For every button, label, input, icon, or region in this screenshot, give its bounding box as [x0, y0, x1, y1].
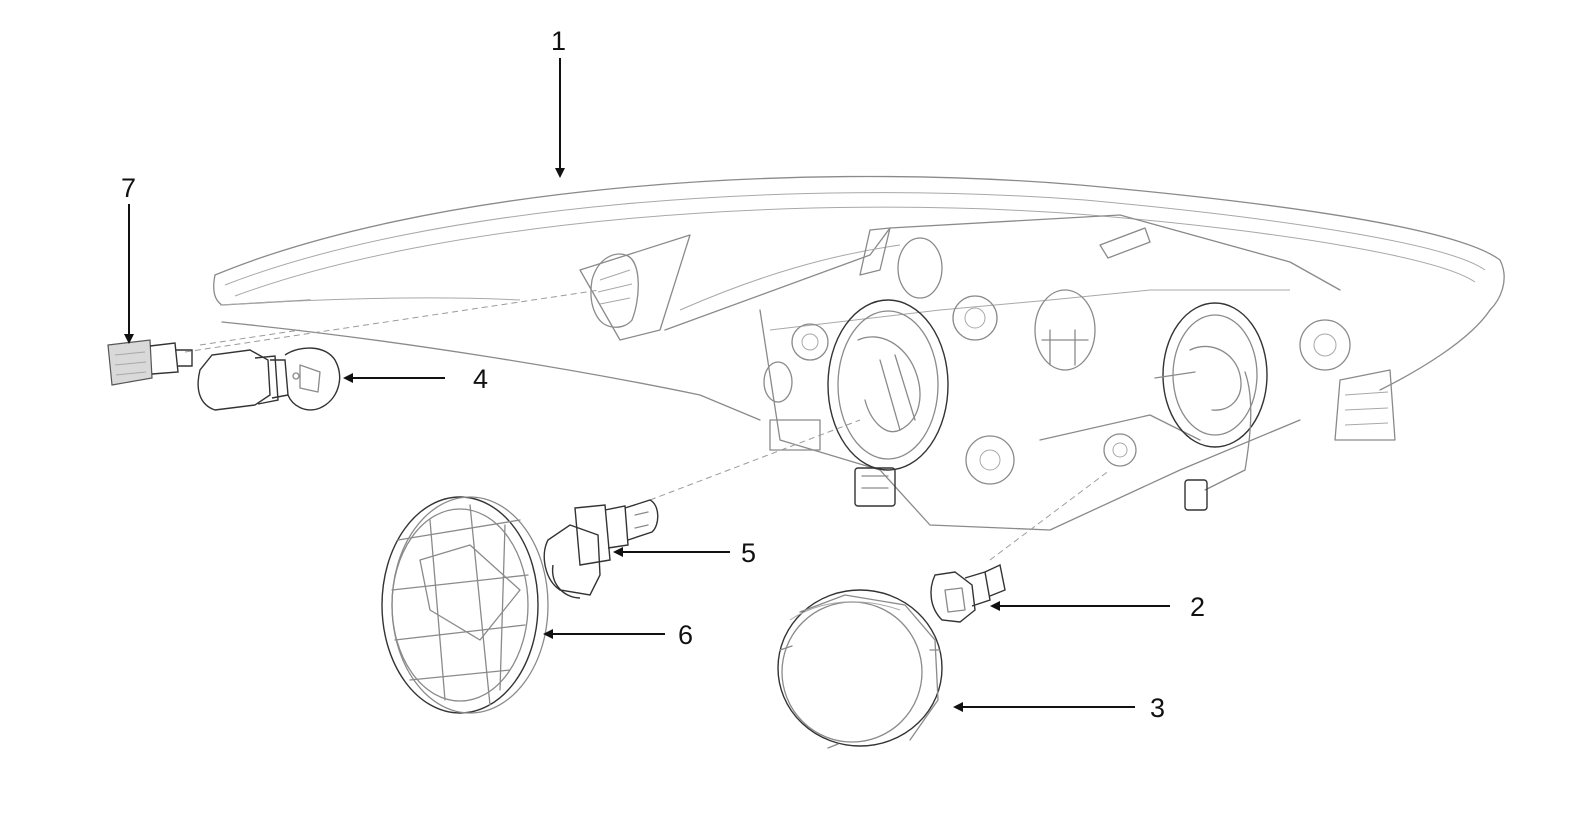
- part-3-cap: [777, 589, 943, 749]
- callout-label-5: 5: [741, 538, 756, 568]
- callout-label-3: 3: [1150, 693, 1165, 723]
- vent-grille: [590, 253, 639, 328]
- callout-label-7: 7: [121, 173, 136, 203]
- callout-label-1: 1: [551, 26, 566, 56]
- part-7-side-marker-socket: [107, 339, 193, 386]
- headlamp-assembly: [213, 175, 1505, 531]
- part-2-socket: [930, 563, 1006, 623]
- callouts: 1 7 4 5 6 2 3: [121, 26, 1205, 723]
- callout-label-4: 4: [473, 364, 488, 394]
- assembly-lines: [184, 289, 1111, 561]
- part-4-bulb: [197, 347, 341, 411]
- part-6-dust-cover: [381, 496, 549, 714]
- low-beam-socket: [827, 299, 949, 507]
- callout-label-6: 6: [678, 620, 693, 650]
- callout-label-2: 2: [1190, 592, 1205, 622]
- housing-bulb-holders: [763, 237, 1351, 485]
- high-beam-socket: [1154, 302, 1268, 511]
- part-5-bulb: [543, 499, 659, 599]
